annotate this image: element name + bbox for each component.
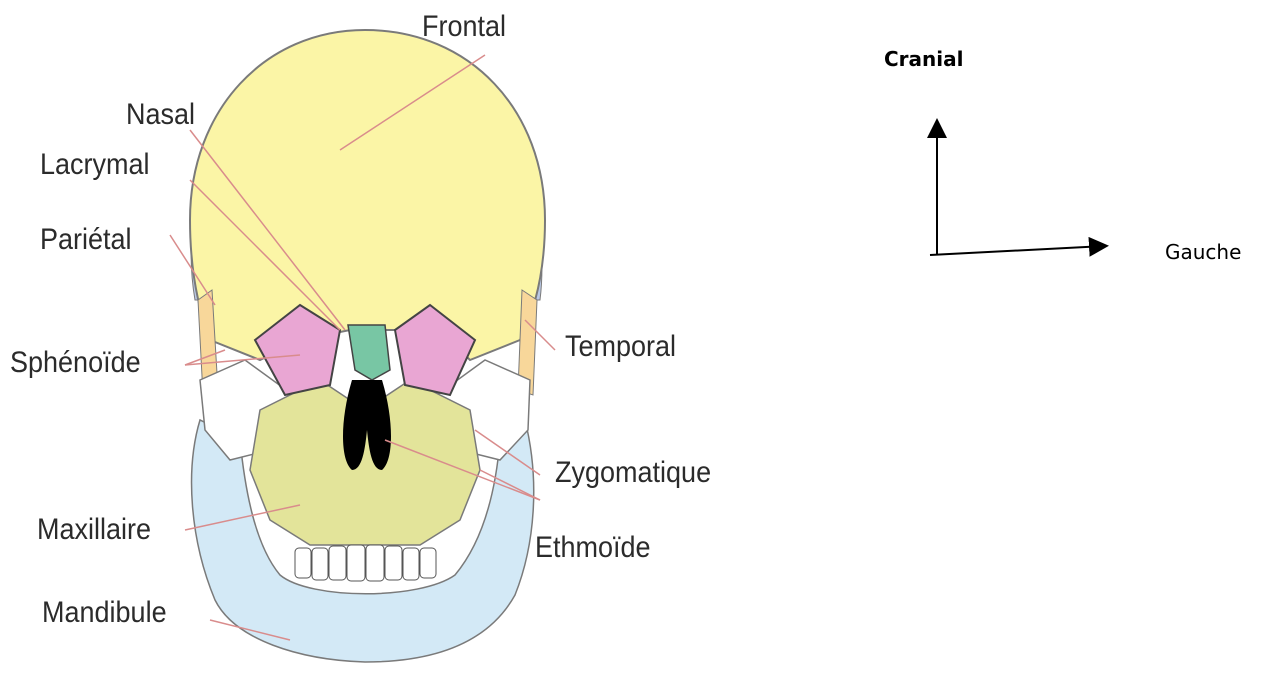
label-lacrymal: Lacrymal: [40, 150, 150, 180]
orientation-up-label: Cranial: [884, 47, 963, 71]
frontal-bone: [190, 30, 545, 360]
orientation-axes: [900, 100, 1120, 270]
nasal-bone: [348, 325, 390, 380]
label-maxillaire: Maxillaire: [37, 515, 151, 545]
teeth: [295, 545, 436, 581]
label-sphenoide: Sphénoïde: [10, 348, 141, 378]
label-zygomatique: Zygomatique: [555, 458, 711, 488]
label-ethmoide: Ethmoïde: [535, 533, 651, 563]
label-parietal: Pariétal: [40, 225, 132, 255]
label-temporal: Temporal: [565, 332, 676, 362]
orientation-right-arrow: [930, 246, 1105, 255]
label-frontal: Frontal: [422, 12, 506, 42]
orientation-right-label: Gauche: [1165, 240, 1241, 264]
label-nasal: Nasal: [126, 100, 195, 130]
label-mandibule: Mandibule: [42, 598, 167, 628]
